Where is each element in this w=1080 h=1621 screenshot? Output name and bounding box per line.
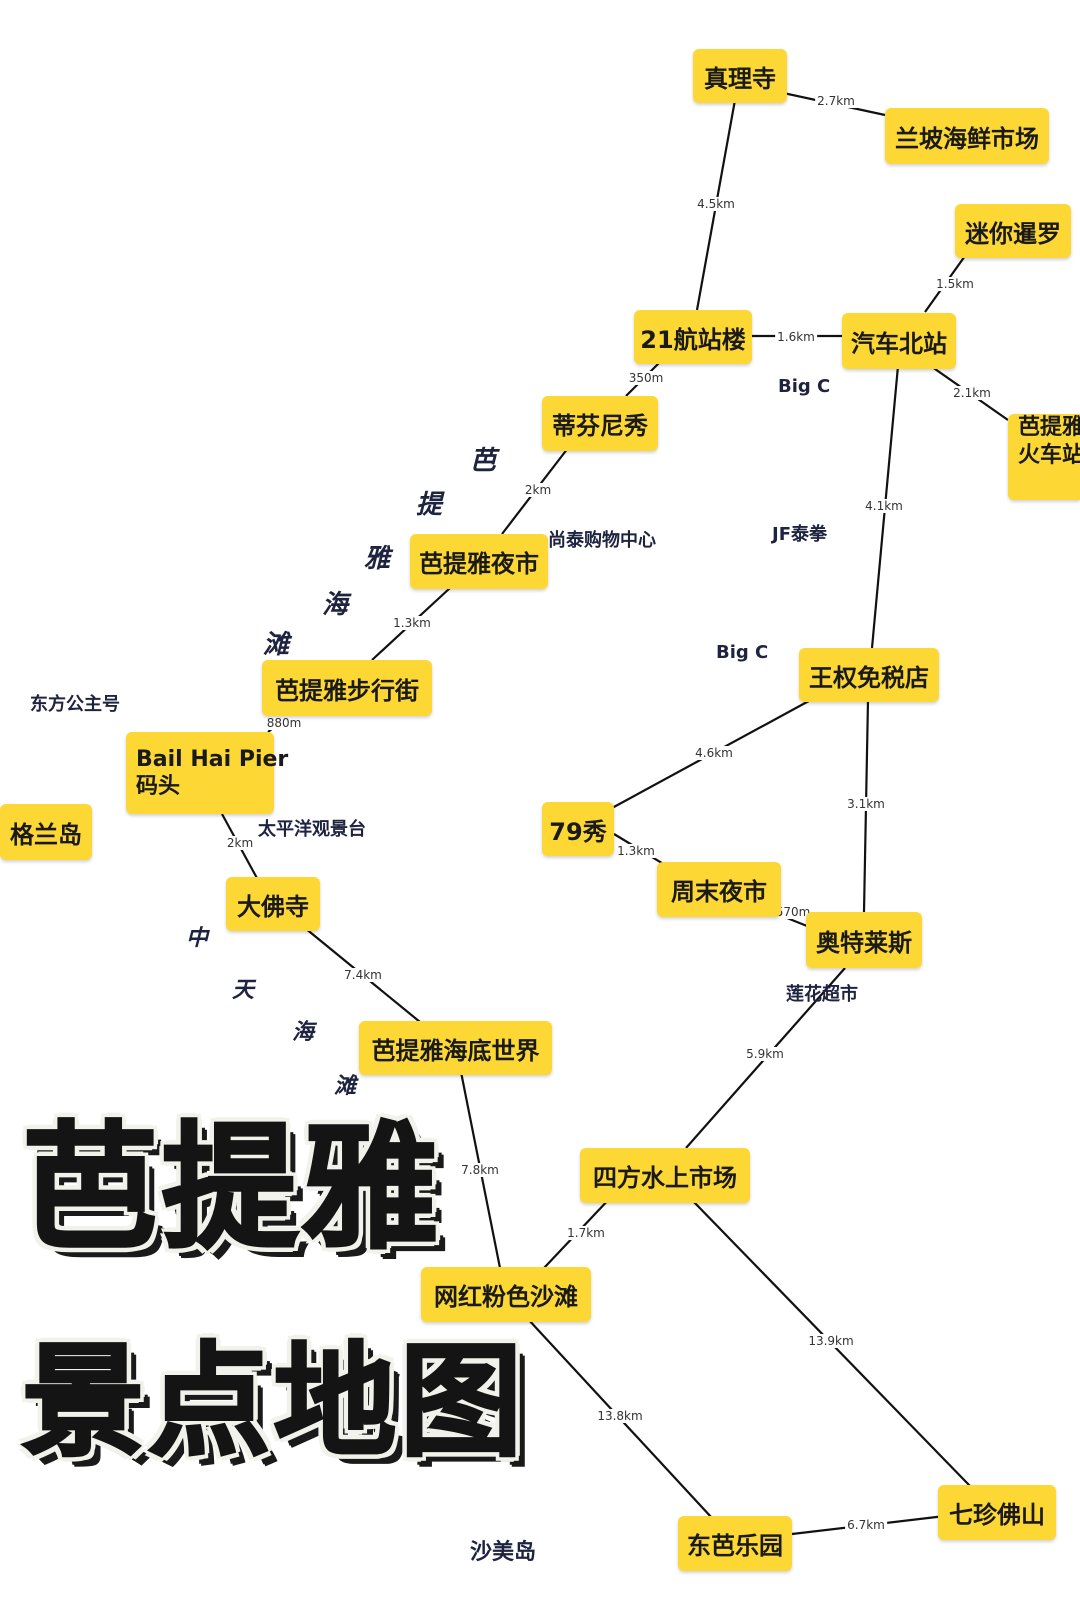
distance-t21-bus: 1.6km bbox=[775, 330, 817, 344]
node-pattaya-night-market[interactable]: 芭提雅夜市 bbox=[410, 534, 548, 589]
node-tiffany-show[interactable]: 蒂芬尼秀 bbox=[542, 396, 658, 451]
distance-dafo-ocean: 7.4km bbox=[342, 968, 384, 982]
distance-tiffany-night: 2km bbox=[522, 483, 554, 497]
distance-sifang-outlets: 5.9km bbox=[744, 1047, 786, 1061]
label-central-festival-mall: 尚泰购物中心 bbox=[548, 530, 656, 551]
label-koh-samet: 沙美岛 bbox=[470, 1540, 537, 1565]
beach-pattaya-char: 提 bbox=[416, 490, 443, 520]
node-underwater-world[interactable]: 芭提雅海底世界 bbox=[359, 1021, 552, 1075]
pier-line1: Bail Hai Pier bbox=[136, 746, 289, 772]
beach-pattaya-char: 雅 bbox=[364, 544, 391, 574]
distance-walk-pier: 880m bbox=[264, 716, 304, 730]
beach-jomtien-char: 天 bbox=[232, 977, 255, 1003]
node-79-show[interactable]: 79秀 bbox=[542, 802, 614, 856]
node-four-regions-floating-market[interactable]: 四方水上市场 bbox=[580, 1148, 750, 1203]
node-koh-larn-island[interactable]: 格兰岛 bbox=[0, 804, 92, 860]
distance-mini-bus: 1.5km bbox=[934, 277, 976, 291]
train-station-line1: 芭提雅 bbox=[1018, 415, 1080, 440]
node-king-power-duty-free[interactable]: 王权免税店 bbox=[799, 648, 939, 702]
distance-sifang-pink: 1.7km bbox=[565, 1226, 607, 1240]
distance-bus-train: 2.1km bbox=[951, 386, 993, 400]
node-lanpo-seafood-market[interactable]: 兰坡海鲜市场 bbox=[885, 108, 1049, 164]
pier-line2: 码头 bbox=[136, 774, 181, 799]
label-pacific-viewpoint: 太平洋观景台 bbox=[258, 819, 366, 840]
node-bali-hai-pier[interactable]: Bail Hai Pier 码头 bbox=[126, 732, 288, 814]
label-big-c-central: Big C bbox=[716, 642, 769, 663]
distance-qizhen-sifang: 13.9km bbox=[806, 1334, 856, 1348]
beach-jomtien-char: 海 bbox=[292, 1019, 315, 1045]
node-nong-nooch-garden[interactable]: 东芭乐园 bbox=[678, 1516, 792, 1571]
node-zhenli-temple[interactable]: 真理寺 bbox=[693, 49, 787, 103]
label-jf-muay-thai: JF泰拳 bbox=[772, 524, 827, 545]
distance-bus-king: 4.1km bbox=[863, 499, 905, 513]
distance-ocean-pink: 7.8km bbox=[459, 1163, 501, 1177]
distance-zhenli-lanpo: 2.7km bbox=[815, 94, 857, 108]
label-oriental-princess: 东方公主号 bbox=[30, 694, 120, 715]
beach-jomtien-char: 滩 bbox=[334, 1073, 357, 1099]
beach-pattaya-char: 芭 bbox=[470, 446, 497, 476]
distance-pier-dafo: 2km bbox=[224, 836, 256, 850]
distance-king-outlets: 3.1km bbox=[845, 797, 887, 811]
node-buddha-mountain[interactable]: 七珍佛山 bbox=[938, 1485, 1056, 1540]
beach-pattaya-char: 滩 bbox=[263, 630, 290, 660]
distance-t21-tiffany: 350m bbox=[626, 371, 666, 385]
node-terminal-21[interactable]: 21航站楼 bbox=[634, 310, 752, 364]
label-big-c-north: Big C bbox=[778, 376, 831, 397]
node-walking-street[interactable]: 芭提雅步行街 bbox=[262, 660, 432, 716]
train-station-line2: 火车站 bbox=[1018, 442, 1080, 468]
distance-weekend-79: 1.3km bbox=[615, 844, 657, 858]
distance-outlets-weekend: 570m bbox=[773, 905, 813, 919]
title-line2: 景点地图 bbox=[21, 1329, 526, 1473]
beach-jomtien-char: 中 bbox=[186, 925, 209, 951]
node-mini-siam[interactable]: 迷你暹罗 bbox=[955, 204, 1071, 258]
node-pattaya-train-station[interactable]: 芭提雅 火车站 bbox=[1008, 414, 1080, 500]
node-outlets[interactable]: 奥特莱斯 bbox=[806, 912, 922, 968]
distance-night-walk: 1.3km bbox=[391, 616, 433, 630]
label-lotus-supermarket: 莲花超市 bbox=[786, 984, 858, 1005]
node-big-buddha-temple[interactable]: 大佛寺 bbox=[226, 877, 320, 931]
distance-dongba-qizhen: 6.7km bbox=[845, 1518, 887, 1532]
distance-pink-dongba: 13.8km bbox=[595, 1409, 645, 1423]
distance-zhenli-t21: 4.5km bbox=[695, 197, 737, 211]
node-weekend-night-market[interactable]: 周末夜市 bbox=[657, 862, 781, 917]
node-north-bus-station[interactable]: 汽车北站 bbox=[842, 313, 956, 369]
node-pink-beach[interactable]: 网红粉色沙滩 bbox=[421, 1267, 591, 1322]
beach-pattaya-char: 海 bbox=[322, 590, 349, 620]
distance-79-king: 4.6km bbox=[693, 746, 735, 760]
title-line1: 芭提雅 bbox=[21, 1108, 442, 1268]
